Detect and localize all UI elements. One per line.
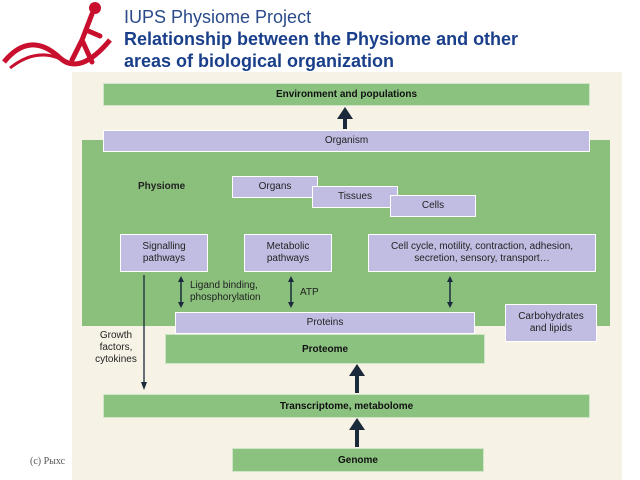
cell-processes-box: Cell cycle, motility, contraction, adhes…	[368, 234, 596, 272]
subtitle-line-1: Relationship between the Physiome and ot…	[124, 29, 519, 49]
physiome-region	[82, 140, 610, 326]
carbohydrates-box: Carbohydrates and lipids	[505, 304, 597, 342]
double-arrow-cell-processes	[447, 276, 453, 308]
iups-logo	[2, 2, 112, 70]
environment-box: Environment and populations	[103, 83, 590, 106]
title-block: IUPS Physiome Project Relationship betwe…	[124, 6, 634, 72]
genome-box: Genome	[232, 448, 484, 472]
project-title: IUPS Physiome Project	[124, 7, 312, 27]
physiome-label: Physiome	[138, 181, 186, 192]
arrow-up-genome-to-transcriptome	[349, 418, 365, 447]
subtitle-line-2: areas of biological organization	[124, 51, 395, 71]
transcriptome-box: Transcriptome, metabolome	[103, 394, 590, 418]
arrow-up-organism-to-environment	[337, 107, 353, 129]
organism-box: Organism	[103, 130, 590, 152]
copyright-text: (c) Рыхс	[30, 456, 66, 467]
proteome-box: Proteome	[165, 334, 485, 364]
metabolic-box: Metabolic pathways	[244, 234, 332, 272]
proteins-box: Proteins	[175, 312, 475, 334]
cells-box: Cells	[390, 195, 476, 217]
atp-label: ATP	[300, 287, 319, 298]
arrow-down-growth-factors	[141, 275, 147, 390]
arrow-up-transcriptome-to-proteome	[349, 364, 365, 393]
signalling-box: Signalling pathways	[120, 234, 208, 272]
double-arrow-signalling	[178, 276, 184, 308]
ligand-binding-label: Ligand binding, phosphorylation	[190, 280, 261, 303]
double-arrow-metabolic	[288, 276, 294, 308]
subtitle: Relationship between the Physiome and ot…	[124, 28, 634, 72]
tissues-box: Tissues	[312, 186, 398, 208]
growth-factors-label: Growth factors, cytokines	[95, 330, 137, 365]
